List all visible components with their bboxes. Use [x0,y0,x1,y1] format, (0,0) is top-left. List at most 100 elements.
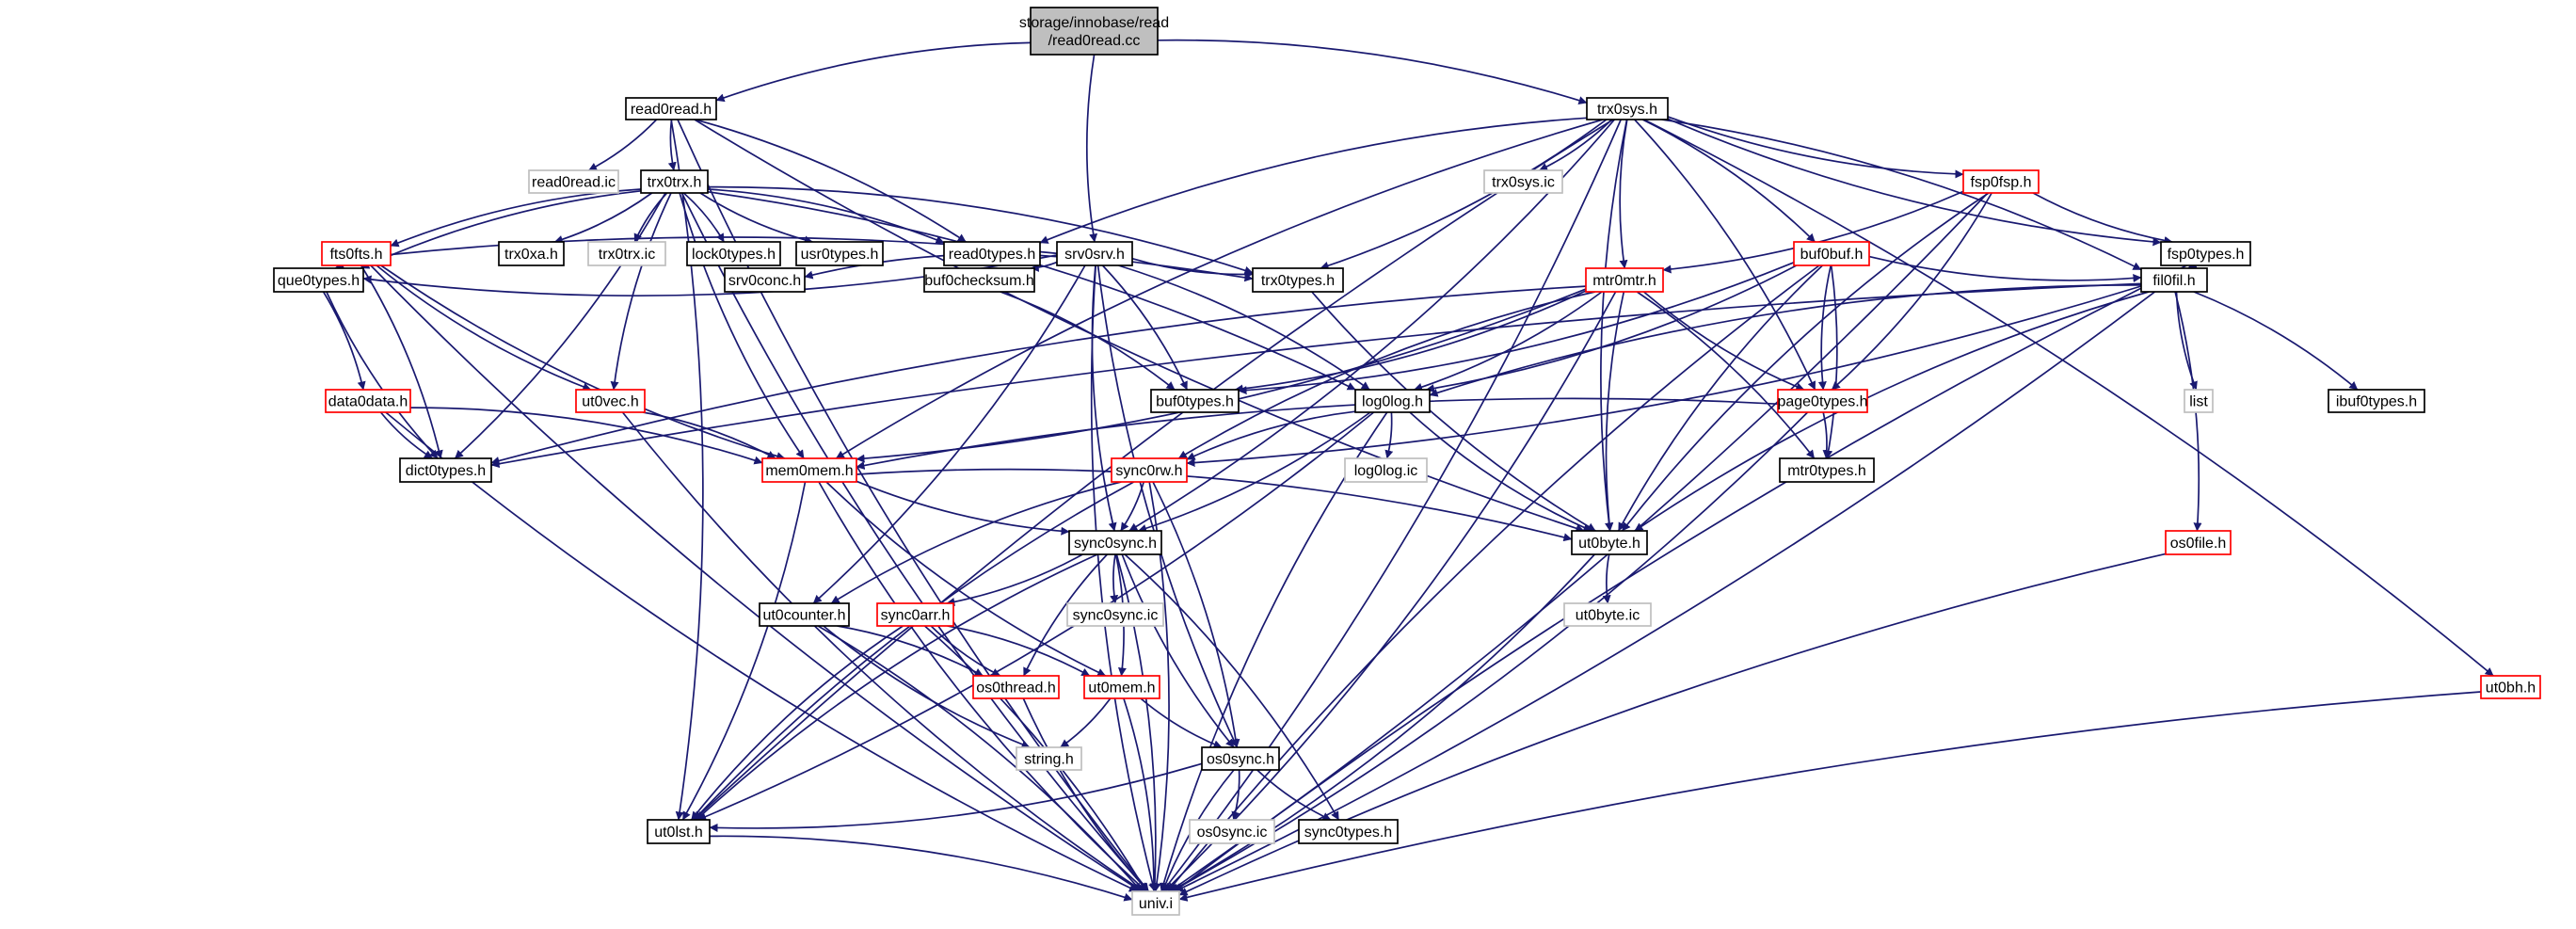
node-label: sync0sync.ic [1073,607,1159,623]
node-trx0types-h[interactable]: trx0types.h [1252,267,1344,293]
node-box [943,241,1041,266]
edge-trx0trx_h-to-mem0mem_h [679,192,805,459]
node-os0file-h[interactable]: os0file.h [2165,530,2232,555]
node-buf0buf-h[interactable]: buf0buf.h [1793,241,1870,266]
node-mtr0types-h[interactable]: mtr0types.h [1779,457,1875,483]
node-sync0types-h[interactable]: sync0types.h [1298,819,1399,844]
node-box [1298,819,1399,844]
edge-fts0fts_h-to-mem0mem_h [380,264,786,460]
edge-buf0buf_h-to-fil0fil_h [1868,255,2142,282]
node-label: usr0types.h [801,247,879,263]
node-label-line: storage/innobase/read [1019,15,1169,31]
node-ut0lst-h[interactable]: ut0lst.h [647,819,711,844]
node-srv0srv-h[interactable]: srv0srv.h [1056,241,1133,266]
node-label: os0sync.ic [1197,825,1268,841]
edge-os0sync_h-to-sync0types_h [1256,769,1332,821]
edge-trx0trx_h-to-que0types_h [360,189,642,269]
node-ut0counter-h[interactable]: ut0counter.h [759,602,850,627]
node-box [1068,530,1162,555]
node-trx0trx-h[interactable]: trx0trx.h [640,169,709,194]
edge-sync0sync_h-to-sync0arr_h [946,553,1083,606]
node-os0sync-h[interactable]: os0sync.h [1201,746,1280,771]
node-box [1571,530,1648,555]
edge-trx0trx_h-to-trx0types_h [707,185,1254,275]
edge-trx0sys_h-to-mem0mem_h [835,119,1604,459]
edge-mem0mem_h-to-ut0lst_h [681,481,807,821]
node-trx0xa-h[interactable]: trx0xa.h [498,241,565,266]
node-log0log-h[interactable]: log0log.h [1354,389,1431,413]
node-label: sync0rw.h [1115,463,1182,479]
node-ibuf0types-h[interactable]: ibuf0types.h [2328,389,2425,413]
node-fsp0types-h[interactable]: fsp0types.h [2160,241,2251,266]
node-label: dict0types.h [406,463,486,479]
node-read0types-h[interactable]: read0types.h [943,241,1041,266]
node-label: log0log.ic [1354,463,1418,479]
node-label: lock0types.h [692,247,776,263]
node-sync0rw-h[interactable]: sync0rw.h [1111,457,1188,483]
node-box [1252,267,1344,293]
edge-ut0counter_h-to-string_h [823,625,1031,749]
node-label-line: lock0types.h [692,247,776,263]
node-trx0sys-h[interactable]: trx0sys.h [1586,97,1669,120]
node-ut0bh-h[interactable]: ut0bh.h [2480,675,2541,699]
node-ut0vec-h[interactable]: ut0vec.h [575,389,646,413]
node-label-line: ut0byte.h [1578,536,1640,552]
edge-read0read_cc-to-srv0srv_h [1085,54,1098,243]
node-label-line: mem0mem.h [765,463,853,479]
node-label: ut0mem.h [1088,680,1155,696]
edge-trx0trx_h-to-trx0xa_h [553,192,653,244]
node-fil0fil-h[interactable]: fil0fil.h [2140,267,2208,293]
edge-read0read_h-to-univ_i [677,119,1150,892]
node-box [795,241,884,266]
node-sync0sync-h[interactable]: sync0sync.h [1068,530,1162,555]
node-label: trx0sys.ic [1492,174,1555,190]
node-buf0types-h[interactable]: buf0types.h [1150,389,1240,413]
node-label-line: ut0counter.h [762,607,845,623]
node-usr0types-h[interactable]: usr0types.h [795,241,884,266]
node-box [1016,746,1082,771]
node-lock0types-h[interactable]: lock0types.h [686,241,781,266]
node-sync0arr-h[interactable]: sync0arr.h [876,602,954,627]
node-label-line: fts0fts.h [329,247,382,263]
node-box [1563,602,1652,627]
node-ut0byte-h[interactable]: ut0byte.h [1571,530,1648,555]
node-read0read-cc[interactable]: storage/innobase/read/read0read.cc [1019,7,1169,56]
node-buf0checksum-h[interactable]: buf0checksum.h [923,267,1035,293]
node-label-line: trx0trx.h [648,174,702,190]
edge-srv0srv_h-to-trx0types_h [1131,257,1254,280]
node-label: srv0srv.h [1064,247,1125,263]
node-univ-i: univ.i [1131,890,1180,916]
node-fts0fts-h[interactable]: fts0fts.h [321,241,392,266]
node-mem0mem-h[interactable]: mem0mem.h [761,457,857,483]
edge-ut0counter_h-to-os0thread_h [837,625,984,677]
node-mtr0mtr-h[interactable]: mtr0mtr.h [1585,267,1664,293]
node-box [1586,97,1669,120]
node-os0thread-h[interactable]: os0thread.h [972,675,1060,699]
node-ut0mem-h[interactable]: ut0mem.h [1083,675,1160,699]
edge-buf0buf_h-to-mtr0types_h [1824,264,1838,459]
edge-sync0sync_h-to-sync0sync_ic [1110,553,1119,604]
node-box [2160,241,2251,266]
node-srv0conc-h[interactable]: srv0conc.h [724,267,806,293]
node-label: string.h [1024,751,1073,767]
node-box [724,267,806,293]
node-label-line: ibuf0types.h [2336,393,2417,409]
node-label-line: data0data.h [328,393,408,409]
node-layer: storage/innobase/read/read0read.cc read0r… [273,7,2541,916]
edge-os0sync_h-to-ut0lst_h [709,762,1203,832]
node-read0read-h[interactable]: read0read.h [625,97,717,120]
edge-fts0fts_h-to-ut0vec_h [376,264,592,392]
node-dict0types-h[interactable]: dict0types.h [399,457,492,483]
edge-buf0buf_h-to-univ_i [1167,264,1820,892]
node-label: sync0types.h [1304,825,1392,841]
node-data0data-h[interactable]: data0data.h [325,389,411,413]
node-label: mtr0types.h [1787,463,1866,479]
edge-mtr0mtr_h-to-log0log_h [1414,291,1603,392]
node-box [761,457,857,483]
edge-buf0buf_h-to-ut0byte_h [1617,264,1823,532]
node-label: ut0lst.h [654,825,703,841]
node-que0types-h[interactable]: que0types.h [273,267,364,293]
node-label: buf0checksum.h [924,273,1034,289]
node-fsp0fsp-h[interactable]: fsp0fsp.h [1962,169,2040,194]
node-page0types-h[interactable]: page0types.h [1777,389,1868,413]
